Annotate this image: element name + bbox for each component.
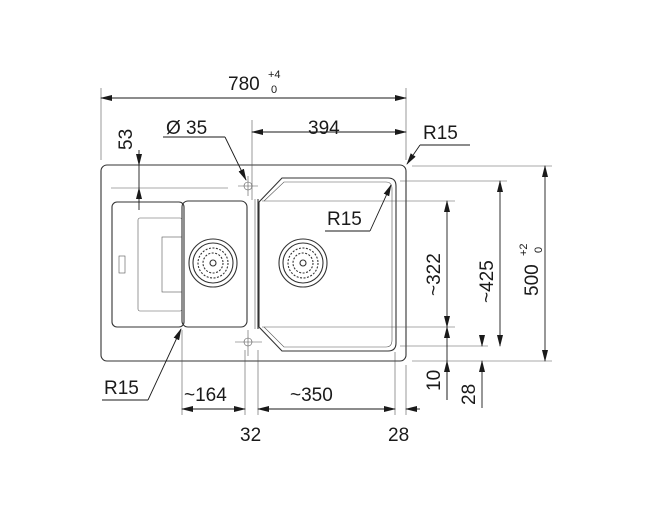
bowl-depth-total-label: ~425 xyxy=(477,260,498,303)
overall-width-label: 780 xyxy=(228,74,260,95)
outer-radius-label: R15 xyxy=(423,123,458,144)
overall-depth-tol-upper: +2 xyxy=(518,243,530,256)
small-bowl-drain-icon xyxy=(188,238,238,288)
divider-width-label: 32 xyxy=(240,425,261,446)
bowl-offset-label: 394 xyxy=(308,118,340,139)
bowl-radius-label: R15 xyxy=(327,209,362,230)
overall-depth-label: 500 xyxy=(522,264,543,296)
large-bowl-width-label: ~350 xyxy=(290,385,333,406)
bowl-depth-label: ~322 xyxy=(424,253,445,296)
overall-width-tol-upper: +4 xyxy=(268,69,281,81)
tap-hole-label: Ø 35 xyxy=(166,118,207,139)
overall-width-tol-lower: 0 xyxy=(271,84,277,96)
drainboard xyxy=(111,201,185,328)
small-bowl-width-label: ~164 xyxy=(184,385,227,406)
bottom-margin-10-label: 10 xyxy=(424,370,445,391)
sink-outline xyxy=(100,164,407,362)
small-bowl-radius-label: R15 xyxy=(104,378,139,399)
large-bowl xyxy=(258,177,397,352)
extension-lines xyxy=(100,88,552,415)
tap-hole-crosshair-bottom xyxy=(235,330,262,356)
large-bowl-drain-icon xyxy=(278,238,328,288)
overall-depth-tol-lower: 0 xyxy=(533,247,545,253)
small-bowl xyxy=(181,200,248,328)
right-margin-label: 28 xyxy=(388,425,409,446)
bottom-margin-28-label: 28 xyxy=(459,384,480,405)
dimension-lines xyxy=(100,95,548,412)
tap-hole-crosshair-top xyxy=(238,176,258,196)
drainer-offset-label: 53 xyxy=(116,129,137,150)
